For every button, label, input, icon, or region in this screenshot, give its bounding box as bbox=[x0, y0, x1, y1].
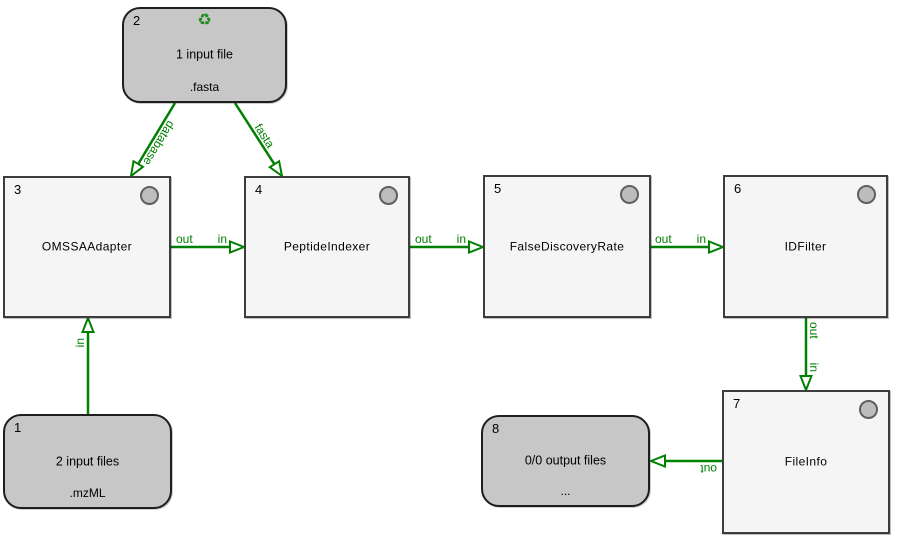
arrowhead-icon bbox=[129, 159, 145, 179]
status-led-icon bbox=[857, 185, 876, 204]
node-number: 7 bbox=[733, 396, 741, 411]
edge-omssa-to-peptideindexer[interactable]: out in bbox=[171, 232, 247, 254]
edge-label-in: in bbox=[807, 363, 821, 372]
edge-line bbox=[137, 102, 177, 165]
node-number: 3 bbox=[14, 182, 22, 197]
node-file-suffix: ... bbox=[560, 484, 571, 498]
node-file-suffix: .fasta bbox=[189, 80, 220, 94]
node-number: 2 bbox=[133, 13, 141, 28]
status-led-icon bbox=[140, 186, 159, 205]
edge-line bbox=[233, 102, 276, 165]
node-title: FalseDiscoveryRate bbox=[509, 239, 625, 254]
edge-label-in: in bbox=[218, 232, 227, 246]
edge-fdr-to-idfilter[interactable]: out in bbox=[651, 232, 726, 254]
node-number: 8 bbox=[492, 421, 500, 436]
node-number: 1 bbox=[14, 420, 22, 435]
arrowhead-icon bbox=[708, 240, 726, 254]
arrowhead-icon bbox=[268, 159, 284, 179]
arrowhead-icon bbox=[799, 375, 813, 393]
edge-fasta-to-peptideindexer[interactable]: fasta bbox=[233, 102, 284, 179]
node-file-suffix: .mzML bbox=[69, 486, 106, 500]
node-omssaadapter[interactable]: 3 OMSSAAdapter bbox=[3, 176, 171, 318]
edge-peptideindexer-to-fdr[interactable]: out in bbox=[410, 232, 486, 254]
node-output-files[interactable]: 8 0/0 output files ... bbox=[481, 415, 650, 507]
node-idfilter[interactable]: 6 IDFilter bbox=[723, 175, 888, 318]
node-number: 5 bbox=[494, 181, 502, 196]
edge-fileinfo-to-output[interactable]: out bbox=[648, 454, 722, 477]
recycle-icon: ♻ bbox=[197, 12, 212, 29]
status-led-icon bbox=[859, 400, 878, 419]
node-fileinfo[interactable]: 7 FileInfo bbox=[722, 390, 890, 534]
edge-label-out: out bbox=[655, 232, 672, 246]
node-input-mzml[interactable]: 1 2 input files .mzML bbox=[3, 414, 172, 509]
edge-label-out: out bbox=[415, 232, 432, 246]
edge-label-in: in bbox=[457, 232, 466, 246]
edge-fasta-to-omssa[interactable]: database bbox=[129, 102, 178, 179]
node-label: 0/0 output files bbox=[524, 453, 607, 468]
edge-idfilter-to-fileinfo[interactable]: out in bbox=[799, 318, 822, 393]
node-number: 4 bbox=[255, 182, 263, 197]
edge-label-in: in bbox=[73, 338, 87, 347]
arrowhead-icon bbox=[81, 315, 95, 333]
arrowhead-icon bbox=[648, 454, 666, 468]
edge-mzml-to-omssa[interactable]: in bbox=[73, 315, 95, 414]
node-title: FileInfo bbox=[784, 454, 828, 469]
node-input-fasta[interactable]: 2 ♻ 1 input file .fasta bbox=[122, 7, 287, 103]
status-led-icon bbox=[379, 186, 398, 205]
node-title: PeptideIndexer bbox=[283, 239, 371, 254]
node-peptideindexer[interactable]: 4 PeptideIndexer bbox=[244, 176, 410, 318]
edge-label-out: out bbox=[176, 232, 193, 246]
node-title: IDFilter bbox=[784, 239, 827, 254]
edge-label-out: out bbox=[807, 322, 821, 339]
node-number: 6 bbox=[734, 181, 742, 196]
arrowhead-icon bbox=[229, 240, 247, 254]
node-label: 1 input file bbox=[176, 47, 233, 62]
edge-label: database bbox=[140, 118, 178, 168]
edge-label-in: in bbox=[697, 232, 706, 246]
status-led-icon bbox=[620, 185, 639, 204]
arrowhead-icon bbox=[468, 240, 486, 254]
node-title: OMSSAAdapter bbox=[41, 239, 133, 254]
node-falsediscoveryrate[interactable]: 5 FalseDiscoveryRate bbox=[483, 175, 651, 318]
node-label: 2 input files bbox=[55, 454, 120, 469]
edge-label-out: out bbox=[700, 462, 717, 476]
